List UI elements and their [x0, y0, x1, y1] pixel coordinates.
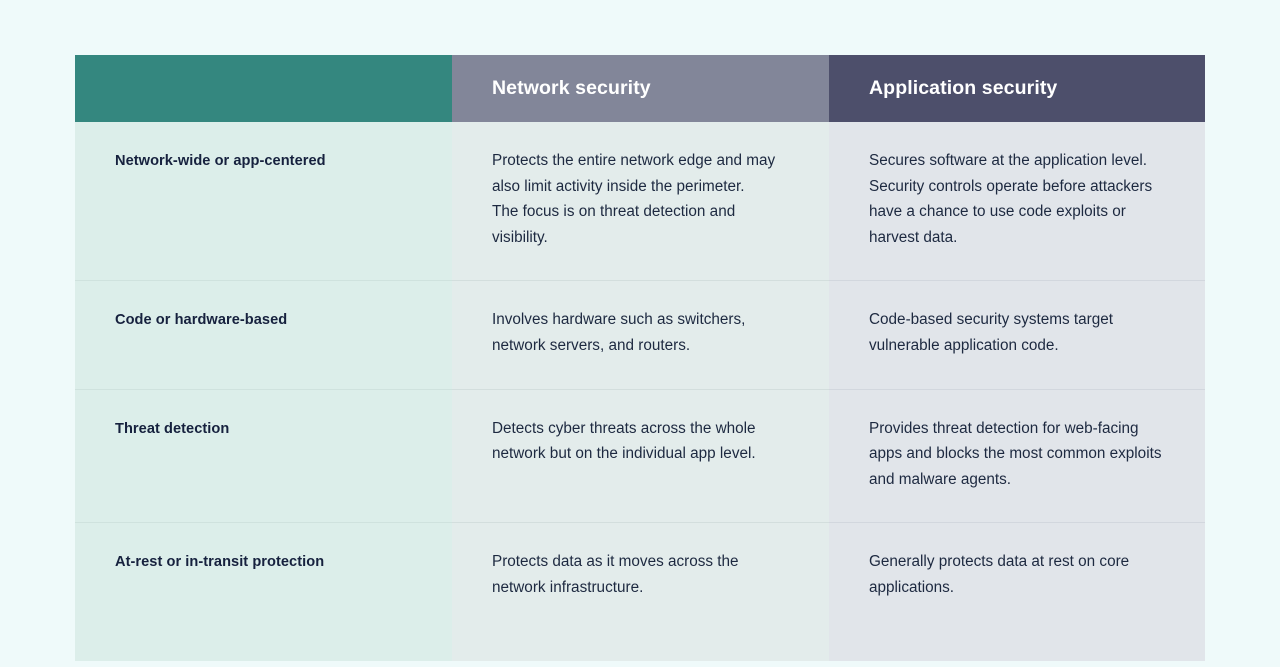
cell-network-security: Detects cyber threats across the whole n… — [452, 388, 829, 523]
table-row: Network-wide or app-centered Protects th… — [75, 122, 1205, 281]
cell-feature: Code or hardware-based — [75, 280, 452, 390]
cell-network-security: Involves hardware such as switchers, net… — [452, 280, 829, 390]
table-row: At-rest or in-transit protection Protect… — [75, 522, 1205, 661]
cell-network-security: Protects data as it moves across the net… — [452, 522, 829, 661]
cell-line: Secures software at the application leve… — [869, 152, 1148, 169]
table-row: Threat detection Detects cyber threats a… — [75, 388, 1205, 523]
cell-line: Provides threat detection for web-facing… — [869, 419, 1162, 488]
cell-line: Generally protects data at rest on core … — [869, 553, 1130, 596]
table-header: Network security Application security — [75, 55, 1205, 122]
cell-line: Detects cyber threats across the whole n… — [492, 419, 756, 463]
table-header-row: Network security Application security — [75, 55, 1205, 122]
column-header-feature — [75, 55, 452, 122]
cell-line: The focus is on threat detection and vis… — [492, 203, 736, 246]
cell-line: Involves hardware such as switchers, net… — [492, 311, 746, 354]
table-body: Network-wide or app-centered Protects th… — [75, 122, 1205, 661]
cell-feature: At-rest or in-transit protection — [75, 522, 452, 661]
cell-application-security: Provides threat detection for web-facing… — [829, 388, 1205, 523]
cell-line: Protects data as it moves across the net… — [492, 553, 739, 596]
cell-network-security: Protects the entire network edge and may… — [452, 122, 829, 281]
cell-line: Code-based security systems target vulne… — [869, 311, 1114, 354]
security-comparison-table: Network security Application security Ne… — [75, 55, 1205, 661]
cell-feature: Network-wide or app-centered — [75, 122, 452, 281]
column-header-application-security: Application security — [829, 55, 1205, 122]
cell-application-security: Code-based security systems target vulne… — [829, 280, 1205, 390]
cell-feature: Threat detection — [75, 388, 452, 523]
cell-line: Security controls operate before attacke… — [869, 177, 1153, 246]
table-row: Code or hardware-based Involves hardware… — [75, 280, 1205, 390]
column-header-network-security: Network security — [452, 55, 829, 122]
cell-line: Protects the entire network edge and may… — [492, 152, 776, 195]
cell-application-security: Secures software at the application leve… — [829, 122, 1205, 281]
cell-application-security: Generally protects data at rest on core … — [829, 522, 1205, 661]
